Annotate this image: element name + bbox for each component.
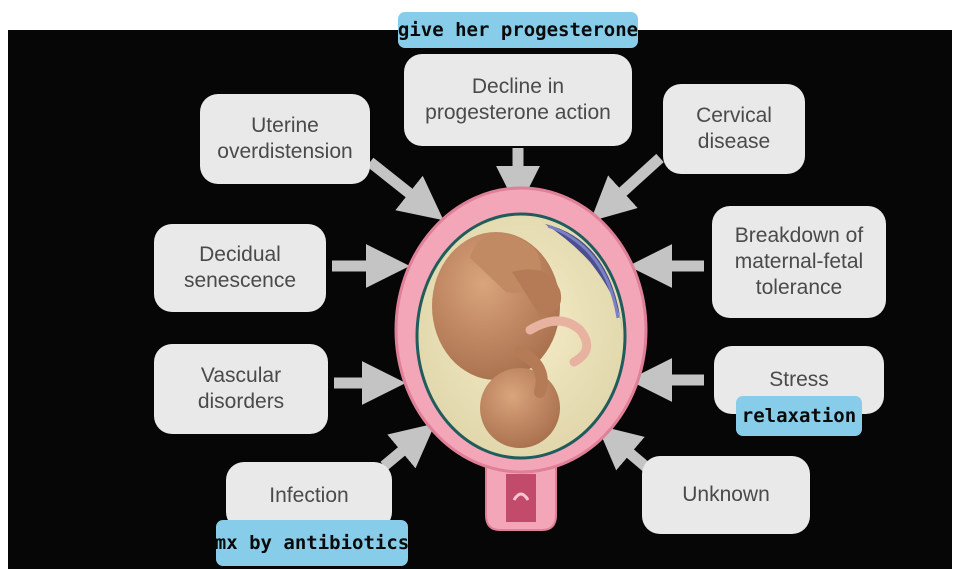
cause-vascular-disorders: Vascular disorders (154, 344, 328, 434)
arrow-cervical (605, 158, 660, 208)
cause-uterine-overdistension: Uterine overdistension (200, 94, 370, 184)
note-mx-by-antibiotics: mx by antibiotics (216, 520, 408, 566)
cause-unknown: Unknown (642, 456, 810, 534)
cause-progesterone: Decline in progesterone action (404, 54, 632, 146)
arrow-uterine (370, 162, 428, 208)
cause-cervical-disease: Cervical disease (663, 84, 805, 174)
note-relaxation: relaxation (736, 396, 862, 436)
cause-decidual-senescence: Decidual senescence (154, 224, 326, 312)
arrow-infection (384, 436, 420, 466)
note-give-her-progesterone: give her progesterone (398, 12, 638, 48)
uterus-illustration (396, 188, 646, 530)
cause-maternal-fetal-tolerance: Breakdown of maternal-fetal tolerance (712, 206, 886, 318)
